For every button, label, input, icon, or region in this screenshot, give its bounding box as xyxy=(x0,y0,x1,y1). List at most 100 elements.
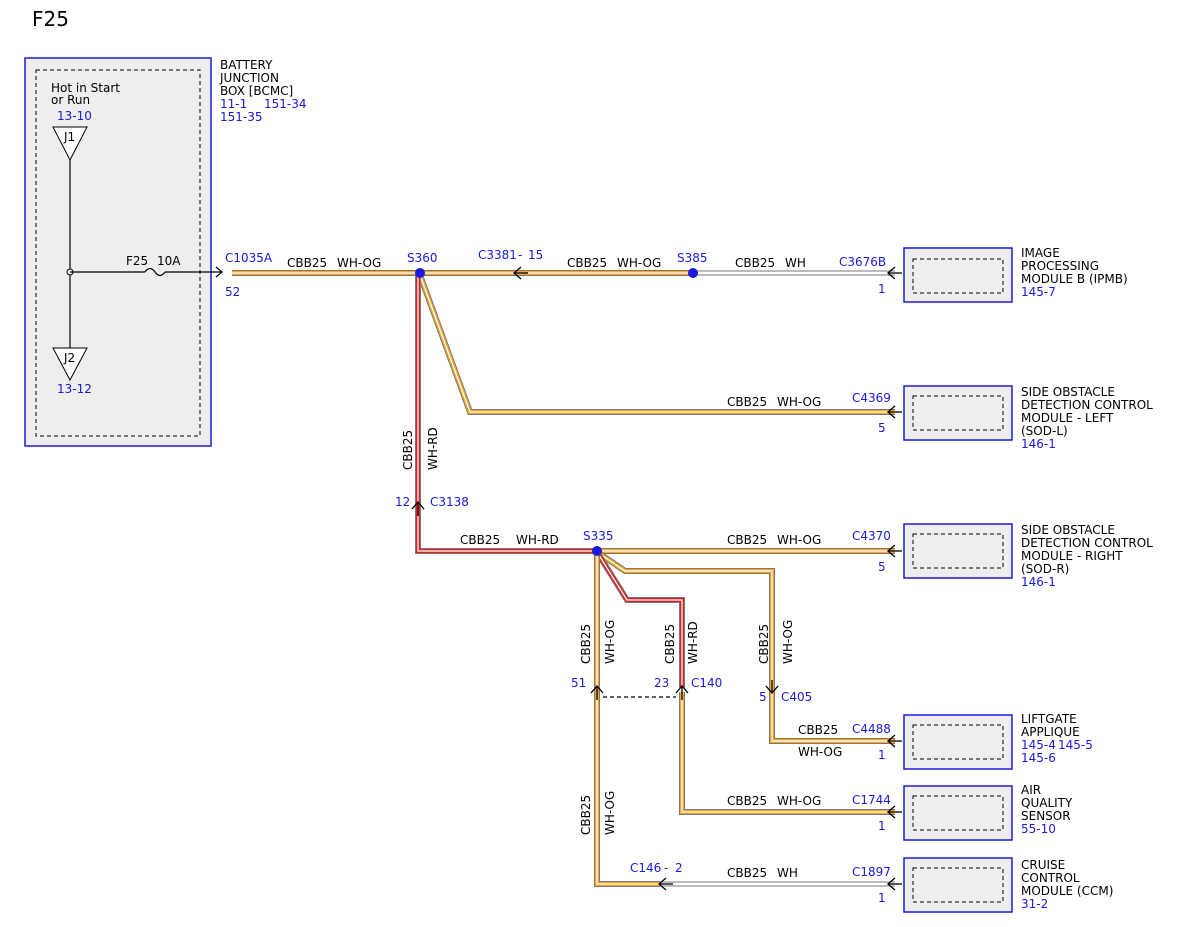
bjb-name-3: BOX [BCMC] xyxy=(220,84,293,98)
module-sodr-name-4: (SOD-R) xyxy=(1021,562,1069,576)
module-aqs-ref: 55-10 xyxy=(1021,822,1056,836)
c3138-label: C3138 xyxy=(430,495,469,509)
c146-sep: - xyxy=(664,861,668,875)
wire-label-color: WH-OG xyxy=(777,794,821,808)
wire-label-circuit: CBB25 xyxy=(727,794,767,808)
c4370-pin: 5 xyxy=(878,560,886,574)
wire-label-color: WH-OG xyxy=(603,791,617,835)
splice-s385-label: S385 xyxy=(677,251,708,265)
j2-label: J2 xyxy=(63,351,75,365)
fuse-f25-symbol xyxy=(144,267,166,277)
c4488-label: C4488 xyxy=(852,722,891,736)
c4369-label: C4369 xyxy=(852,391,891,405)
wire-label-circuit: CBB25 xyxy=(727,395,767,409)
module-ipmb-name-3: MODULE B (IPMB) xyxy=(1021,272,1128,286)
c3381-label: C3381 xyxy=(478,248,517,262)
module-aqs-name-2: QUALITY xyxy=(1021,796,1073,810)
module-sodr-name-2: DETECTION CONTROL xyxy=(1021,536,1153,550)
wire-label-color: WH xyxy=(785,256,806,270)
module-aqs-name-1: AIR xyxy=(1021,783,1041,797)
splice-s385 xyxy=(688,268,698,278)
wire-label-color: WH-OG xyxy=(337,256,381,270)
j1-label: J1 xyxy=(63,130,75,144)
module-ipmb-name-2: PROCESSING xyxy=(1021,259,1099,273)
wire-c140-aqs xyxy=(679,692,895,815)
j1-ref: 13-10 xyxy=(57,109,92,123)
c3381-pin: 15 xyxy=(528,248,543,262)
wire-label-circuit: CBB25 xyxy=(727,866,767,880)
wire-label-circuit: CBB25 xyxy=(735,256,775,270)
module-aqs xyxy=(903,785,1013,841)
c3381-sep: - xyxy=(518,248,522,262)
c1897-pin: 1 xyxy=(878,891,886,905)
c405-label: C405 xyxy=(781,690,812,704)
module-liftgate-name-1: LIFTGATE xyxy=(1021,712,1077,726)
fuse-rating: 10A xyxy=(157,254,181,268)
c3676b-pin: 1 xyxy=(878,282,886,296)
c146-pin: 2 xyxy=(675,861,683,875)
wires xyxy=(232,270,895,887)
fuse-name: F25 xyxy=(126,254,148,268)
wire-label-circuit: CBB25 xyxy=(567,256,607,270)
wire-label-circuit: CBB25 xyxy=(460,533,500,547)
wire-label-color: WH-OG xyxy=(617,256,661,270)
wire-label-color: WH xyxy=(777,866,798,880)
splice-s335 xyxy=(592,546,602,556)
bjb-name-1: BATTERY xyxy=(220,58,273,72)
wire-label-circuit: CBB25 xyxy=(663,624,677,664)
j2-ref: 13-12 xyxy=(57,382,92,396)
bjb-name-2: JUNCTION xyxy=(219,71,279,85)
j1-terminal xyxy=(52,126,88,162)
wire-label-color: WH-OG xyxy=(781,620,795,664)
wire-label-circuit: CBB25 xyxy=(287,256,327,270)
bjb-hot-label-1: Hot in Start xyxy=(51,81,120,95)
wire-label-circuit: CBB25 xyxy=(401,430,415,470)
module-sod-right xyxy=(903,523,1013,579)
c4369-pin: 5 xyxy=(878,421,886,435)
bjb-ref-3: 151-35 xyxy=(220,110,263,124)
c140-pin-23: 23 xyxy=(654,676,669,690)
bjb-ref-1: 11-1 xyxy=(220,97,247,111)
c1744-pin: 1 xyxy=(878,819,886,833)
connector-arrows xyxy=(411,266,902,891)
c140-label: C140 xyxy=(691,676,722,690)
wire-s335-liftgate xyxy=(595,549,895,744)
module-ipmb-name-1: IMAGE xyxy=(1021,246,1060,260)
module-sod-left xyxy=(903,385,1013,441)
wire-label-color: WH-RD xyxy=(516,533,559,547)
module-ccm-name-3: MODULE (CCM) xyxy=(1021,884,1113,898)
wire-label-color: WH-OG xyxy=(603,620,617,664)
module-sodr-ref: 146-1 xyxy=(1021,575,1056,589)
wire-label-color: WH-RD xyxy=(426,427,440,470)
c1744-label: C1744 xyxy=(852,793,891,807)
module-ipmb xyxy=(903,247,1013,303)
wire-label-circuit: CBB25 xyxy=(727,533,767,547)
module-liftgate-ref-1: 145-4 xyxy=(1021,738,1056,752)
module-ccm-name-2: CONTROL xyxy=(1021,871,1080,885)
module-sodl-name-2: DETECTION CONTROL xyxy=(1021,398,1153,412)
wire-s335-c140-23 xyxy=(594,550,685,688)
wire-label-color: WH-OG xyxy=(777,533,821,547)
j2-terminal xyxy=(52,347,88,382)
splice-s335-label: S335 xyxy=(583,529,614,543)
wire-label-circuit: CBB25 xyxy=(757,624,771,664)
module-sodl-ref: 146-1 xyxy=(1021,437,1056,451)
splice-s360 xyxy=(415,268,425,278)
module-aqs-name-3: SENSOR xyxy=(1021,809,1071,823)
diagram-title: F25 xyxy=(32,7,69,31)
module-ccm xyxy=(903,857,1013,913)
module-sodl-name-3: MODULE - LEFT xyxy=(1021,411,1114,425)
c146-label: C146 xyxy=(630,861,661,875)
module-liftgate-ref-2: 145-5 xyxy=(1058,738,1093,752)
module-ipmb-ref: 145-7 xyxy=(1021,285,1056,299)
bjb-ref-2: 151-34 xyxy=(264,97,307,111)
c1035a-label: C1035A xyxy=(225,251,273,265)
c4488-pin: 1 xyxy=(878,748,886,762)
wire-s360-s335 xyxy=(415,276,597,554)
module-liftgate xyxy=(903,714,1013,770)
wire-s360-sodl xyxy=(417,273,895,415)
c1035a-pin: 52 xyxy=(225,285,240,299)
module-liftgate-name-2: APPLIQUE xyxy=(1021,725,1080,739)
wire-label-circuit: CBB25 xyxy=(579,624,593,664)
